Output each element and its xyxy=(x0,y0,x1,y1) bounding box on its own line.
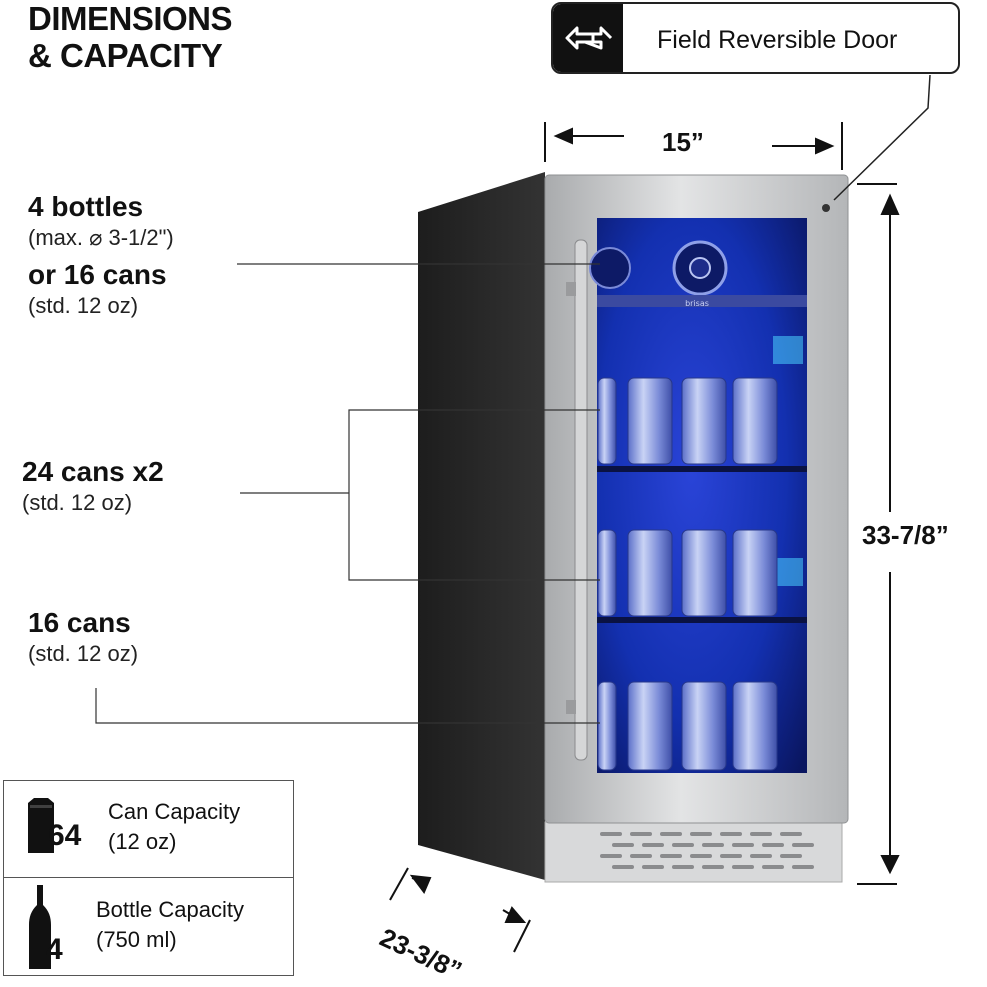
capacity-middle-sub: (std. 12 oz) xyxy=(22,490,133,515)
grille-slot xyxy=(720,832,742,836)
grille-slot xyxy=(732,843,754,847)
brand-logo: brisas xyxy=(685,299,709,308)
capacity-bottom: 16 cans (std. 12 oz) xyxy=(28,606,138,668)
capacity-middle: 24 cans x2 (std. 12 oz) xyxy=(22,455,164,517)
height-label: 33-7/8” xyxy=(862,520,949,550)
cabinet-side xyxy=(418,172,545,880)
capacity-top-sub2: (std. 12 oz) xyxy=(28,293,139,318)
bottle-capacity-label: Bottle Capacity xyxy=(96,897,244,922)
swap-arrows-icon xyxy=(553,4,623,72)
capacity-top-sub1: (max. ⌀ 3-1/2") xyxy=(28,225,174,250)
grille-slot xyxy=(672,843,694,847)
grille-slot xyxy=(780,832,802,836)
can-illustration xyxy=(732,529,778,617)
bottle-capacity-sub: (750 ml) xyxy=(96,927,177,952)
grille-slot xyxy=(792,865,814,869)
grille-slot xyxy=(750,854,772,858)
height-dimension xyxy=(857,183,900,885)
can-illustration xyxy=(627,681,673,771)
can-illustration xyxy=(627,377,673,465)
grille-slot xyxy=(672,865,694,869)
capacity-bottom-sub: (std. 12 oz) xyxy=(28,641,139,666)
can-illustration xyxy=(627,529,673,617)
grille-slot xyxy=(762,843,784,847)
capacity-top-main1: 4 bottles xyxy=(28,191,144,222)
grille-slot xyxy=(612,843,634,847)
grille-slot xyxy=(660,832,682,836)
depth-dimension xyxy=(389,867,531,953)
capacity-leaders xyxy=(95,263,600,724)
grille-slot xyxy=(612,865,634,869)
width-dimension xyxy=(544,122,843,170)
grille-slot xyxy=(702,843,724,847)
grille-slot xyxy=(690,854,712,858)
grille-slot xyxy=(750,832,772,836)
led-panel xyxy=(773,558,803,586)
grille-slot xyxy=(630,854,652,858)
grille-slot xyxy=(600,832,622,836)
can-illustration xyxy=(597,681,617,771)
grille-slot xyxy=(660,854,682,858)
grille-slot xyxy=(702,865,724,869)
grille-slot xyxy=(732,865,754,869)
page-title: DIMENSIONS & CAPACITY xyxy=(28,0,233,74)
can-illustration xyxy=(681,681,727,771)
title-line-1: DIMENSIONS xyxy=(28,0,233,37)
bottle-count: 4 xyxy=(46,933,63,966)
door-badge: Field Reversible Door xyxy=(551,2,960,74)
can-count: 64 xyxy=(48,819,82,852)
door-handle xyxy=(574,239,588,761)
led-panel xyxy=(773,336,803,364)
can-capacity-sub: (12 oz) xyxy=(108,829,177,854)
door-badge-label: Field Reversible Door xyxy=(657,26,898,54)
can-illustration xyxy=(681,529,727,617)
grille-slot xyxy=(600,854,622,858)
can-icon: 64 xyxy=(28,798,82,853)
door: brisas xyxy=(544,174,849,824)
can-capacity-label: Can Capacity xyxy=(108,799,241,824)
can-illustration xyxy=(681,377,727,465)
legend-row-can: 64 Can Capacity (12 oz) xyxy=(4,781,293,878)
capacity-top-main2: or 16 cans xyxy=(28,259,167,290)
grille-slot xyxy=(642,843,664,847)
can-illustration xyxy=(597,529,617,617)
can-illustration xyxy=(732,377,778,465)
grille-slot xyxy=(792,843,814,847)
grille-slot xyxy=(762,865,784,869)
capacity-middle-main: 24 cans x2 xyxy=(22,456,164,487)
door-callout-line xyxy=(833,74,931,201)
can-illustration xyxy=(732,681,778,771)
glass-window xyxy=(597,218,807,773)
title-line-2: & CAPACITY xyxy=(28,37,223,74)
base-grille xyxy=(544,821,843,883)
grille-slot xyxy=(720,854,742,858)
capacity-legend: 64 Can Capacity (12 oz) 4 Bottle Capacit… xyxy=(3,780,294,976)
grille-slot xyxy=(690,832,712,836)
grille-slot xyxy=(630,832,652,836)
capacity-top: 4 bottles (max. ⌀ 3-1/2") or 16 cans (st… xyxy=(28,190,174,320)
width-label: 15” xyxy=(662,127,704,157)
capacity-bottom-main: 16 cans xyxy=(28,607,131,638)
can-illustration xyxy=(597,377,617,465)
legend-row-bottle: 4 Bottle Capacity (750 ml) xyxy=(4,877,293,977)
bottle-icon: 4 xyxy=(29,885,63,969)
grille-slot xyxy=(642,865,664,869)
grille-slot xyxy=(780,854,802,858)
